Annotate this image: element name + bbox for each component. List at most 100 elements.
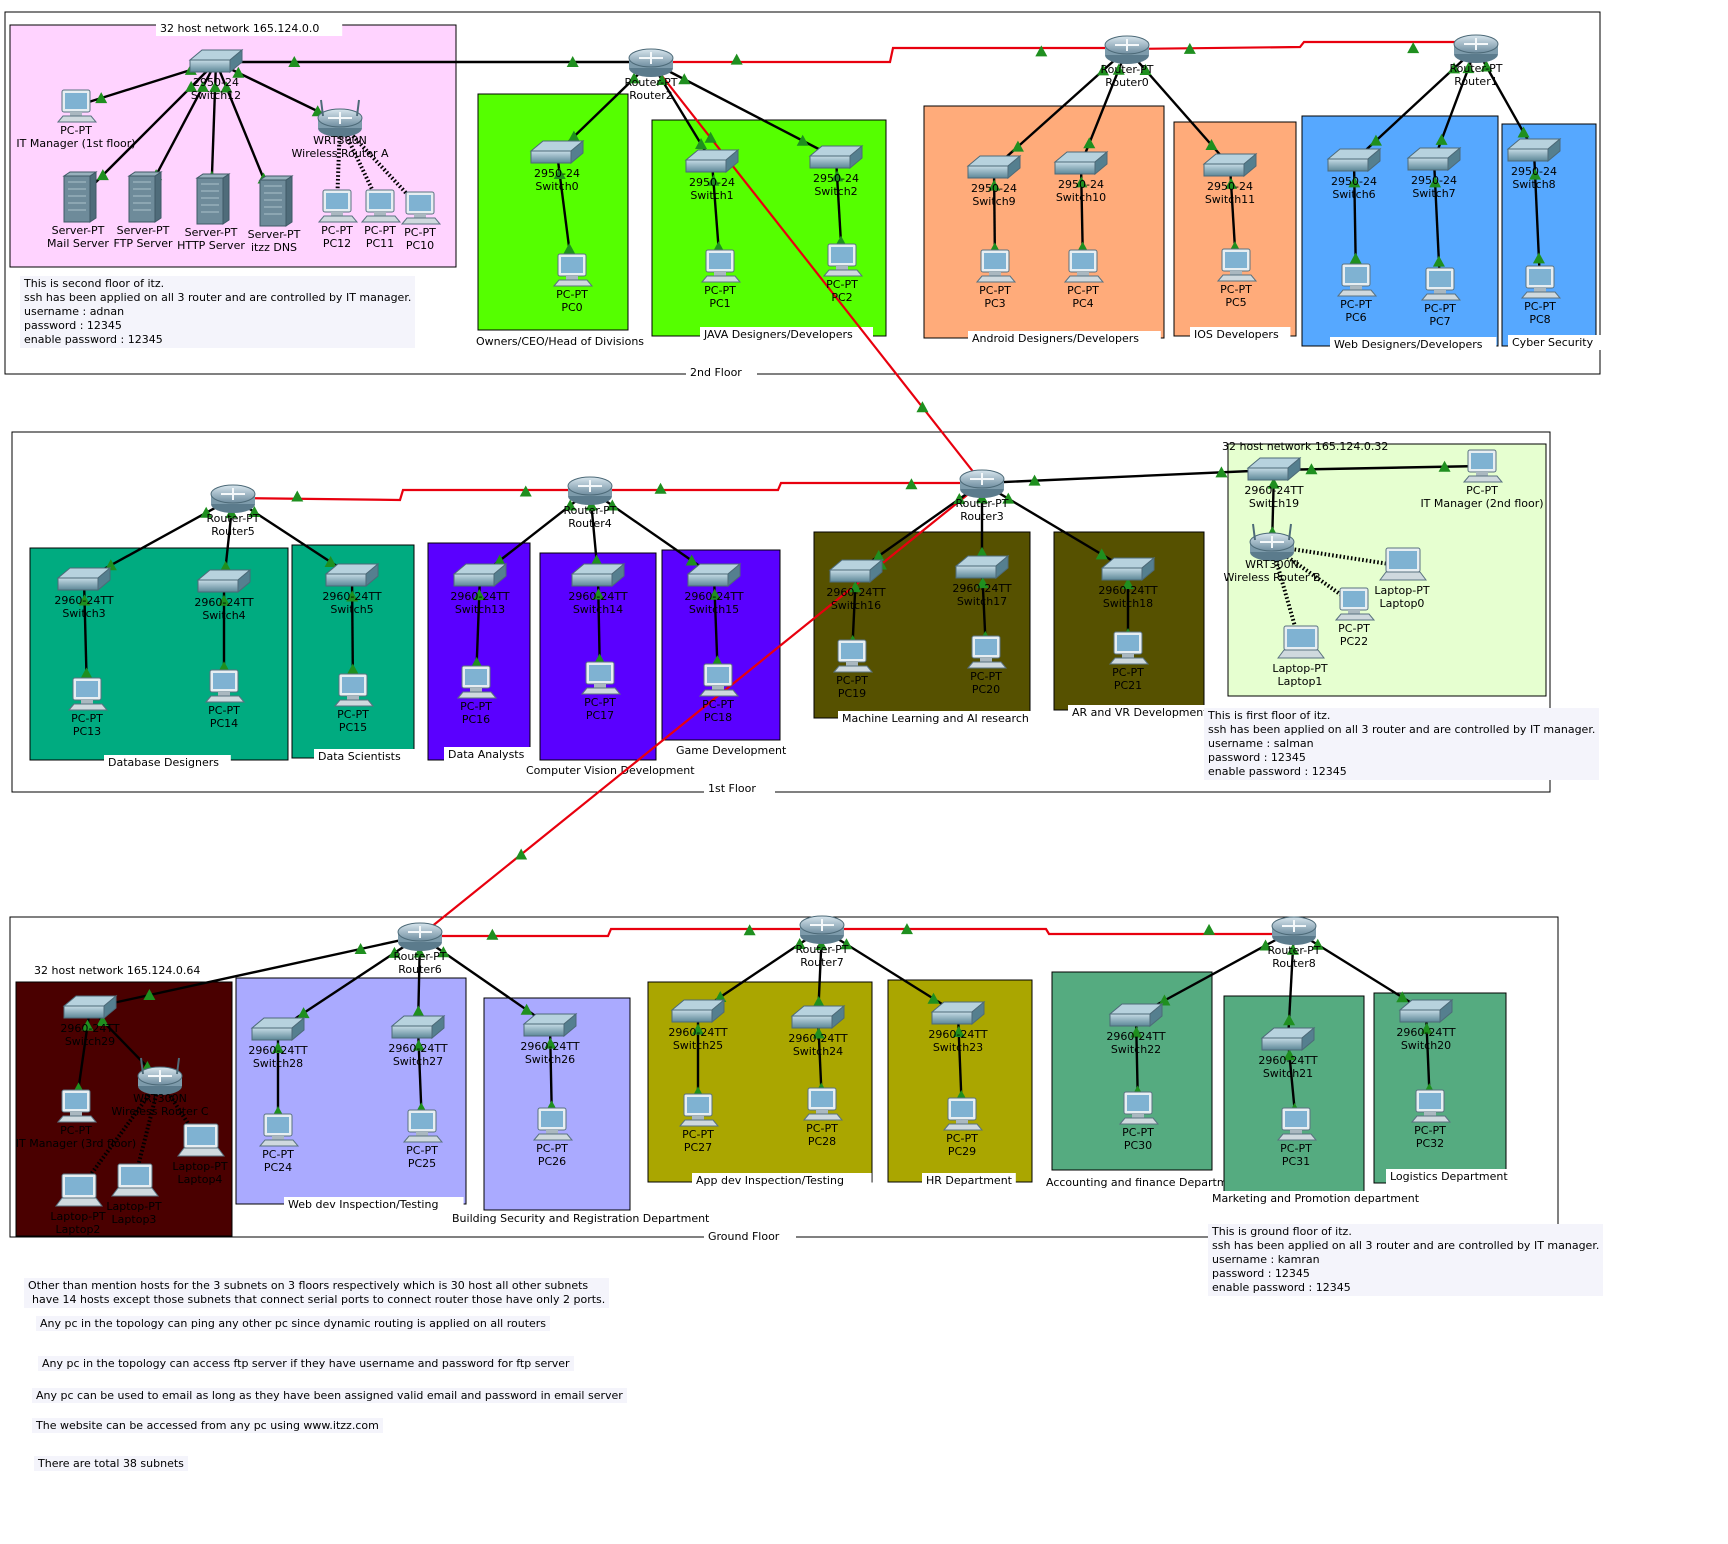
switch-icon[interactable] bbox=[790, 1004, 846, 1030]
pc-icon[interactable] bbox=[942, 1097, 984, 1131]
router-icon[interactable] bbox=[628, 48, 674, 77]
wrouter-icon[interactable] bbox=[1249, 523, 1295, 561]
link-status-indicator bbox=[976, 577, 989, 589]
pc-icon[interactable] bbox=[532, 1107, 574, 1141]
pc-icon[interactable] bbox=[1336, 263, 1378, 297]
router-icon[interactable] bbox=[210, 484, 256, 513]
switch-icon[interactable] bbox=[529, 139, 585, 165]
pc-icon[interactable] bbox=[360, 189, 402, 223]
server-icon[interactable] bbox=[258, 175, 294, 227]
pc-icon[interactable] bbox=[1276, 1107, 1318, 1141]
router-icon[interactable] bbox=[799, 915, 845, 944]
switch-icon[interactable] bbox=[1260, 1026, 1316, 1052]
pc-icon[interactable] bbox=[1462, 449, 1504, 483]
device-label-sw23: 2960-24TT bbox=[928, 1028, 987, 1041]
pc-icon[interactable] bbox=[456, 665, 498, 699]
pc-icon[interactable] bbox=[56, 89, 98, 123]
switch-icon[interactable] bbox=[324, 562, 380, 588]
switch-icon[interactable] bbox=[828, 558, 884, 584]
pc-icon[interactable] bbox=[1520, 265, 1562, 299]
switch-icon[interactable] bbox=[1100, 556, 1156, 582]
pc-icon[interactable] bbox=[966, 635, 1008, 669]
pc-icon[interactable] bbox=[1108, 631, 1150, 665]
laptop-icon[interactable] bbox=[55, 1173, 103, 1207]
laptop-icon[interactable] bbox=[177, 1123, 225, 1157]
pc-icon[interactable] bbox=[317, 189, 359, 223]
switch-icon[interactable] bbox=[1406, 146, 1462, 172]
device-label-sw24: 2960-24TT bbox=[788, 1032, 847, 1045]
device-label-pc14: PC-PT bbox=[208, 704, 240, 717]
switch-icon[interactable] bbox=[670, 998, 726, 1024]
switch-icon[interactable] bbox=[684, 148, 740, 174]
server-icon[interactable] bbox=[195, 173, 231, 225]
pc-icon[interactable] bbox=[580, 661, 622, 695]
pc-icon[interactable] bbox=[333, 673, 375, 707]
pc-icon[interactable] bbox=[204, 669, 246, 703]
pc-icon[interactable] bbox=[1216, 248, 1258, 282]
pc-icon[interactable] bbox=[975, 249, 1017, 283]
link-status-indicator bbox=[1122, 578, 1134, 590]
pc-icon[interactable] bbox=[700, 249, 742, 283]
switch-icon[interactable] bbox=[188, 48, 244, 74]
pc-icon[interactable] bbox=[258, 1113, 300, 1147]
switch-icon[interactable] bbox=[1398, 998, 1454, 1024]
router-icon[interactable] bbox=[1453, 34, 1499, 63]
switch-icon[interactable] bbox=[1202, 152, 1258, 178]
switch-icon[interactable] bbox=[452, 562, 508, 588]
pc-icon[interactable] bbox=[678, 1093, 720, 1127]
laptop-icon[interactable] bbox=[1277, 625, 1325, 659]
link-status-indicator bbox=[346, 663, 359, 675]
router-icon[interactable] bbox=[567, 476, 613, 505]
router-icon[interactable] bbox=[397, 922, 443, 951]
note-line: password : 12345 bbox=[24, 319, 122, 332]
switch-icon[interactable] bbox=[1053, 150, 1109, 176]
laptop-icon[interactable] bbox=[1379, 547, 1427, 581]
device-label-srvftp: FTP Server bbox=[113, 237, 173, 250]
router-icon[interactable] bbox=[1104, 35, 1150, 64]
wrouter-icon[interactable] bbox=[317, 99, 363, 137]
pc-icon[interactable] bbox=[67, 677, 109, 711]
server-icon[interactable] bbox=[127, 171, 163, 223]
switch-icon[interactable] bbox=[522, 1012, 578, 1038]
link-status-indicator bbox=[1448, 62, 1461, 74]
switch-icon[interactable] bbox=[966, 154, 1022, 180]
device-label-lap3: Laptop-PT bbox=[106, 1200, 161, 1213]
device-label-pc4: PC4 bbox=[1072, 297, 1093, 310]
switch-icon[interactable] bbox=[954, 554, 1010, 580]
pc-icon[interactable] bbox=[552, 253, 594, 287]
pc-icon[interactable] bbox=[1334, 587, 1376, 621]
router-icon[interactable] bbox=[959, 469, 1005, 498]
area-label-java: JAVA Designers/Developers bbox=[703, 328, 853, 341]
switch-icon[interactable] bbox=[1326, 147, 1382, 173]
pc-icon[interactable] bbox=[402, 1109, 444, 1143]
switch-icon[interactable] bbox=[930, 1000, 986, 1026]
switch-icon[interactable] bbox=[196, 568, 252, 594]
switch-icon[interactable] bbox=[390, 1014, 446, 1040]
area-label-mkt: Marketing and Promotion department bbox=[1212, 1192, 1420, 1205]
switch-icon[interactable] bbox=[808, 144, 864, 170]
switch-icon[interactable] bbox=[1246, 456, 1302, 482]
pc-icon[interactable] bbox=[832, 639, 874, 673]
pc-icon[interactable] bbox=[400, 191, 442, 225]
switch-icon[interactable] bbox=[56, 566, 112, 592]
wrouter-icon[interactable] bbox=[137, 1057, 183, 1095]
switch-icon[interactable] bbox=[250, 1016, 306, 1042]
serial-link-r7-r8 bbox=[822, 927, 1295, 936]
pc-icon[interactable] bbox=[822, 243, 864, 277]
pc-icon[interactable] bbox=[56, 1089, 98, 1123]
pc-icon[interactable] bbox=[1118, 1091, 1160, 1125]
pc-icon[interactable] bbox=[1410, 1089, 1452, 1123]
switch-icon[interactable] bbox=[1506, 137, 1562, 163]
link-status-indicator bbox=[81, 1019, 94, 1031]
switch-icon[interactable] bbox=[570, 562, 626, 588]
pc-icon[interactable] bbox=[698, 663, 740, 697]
router-icon[interactable] bbox=[1271, 916, 1317, 945]
server-icon[interactable] bbox=[62, 171, 98, 223]
switch-icon[interactable] bbox=[686, 562, 742, 588]
switch-icon[interactable] bbox=[62, 994, 118, 1020]
pc-icon[interactable] bbox=[1063, 249, 1105, 283]
pc-icon[interactable] bbox=[1420, 267, 1462, 301]
laptop-icon[interactable] bbox=[111, 1163, 159, 1197]
switch-icon[interactable] bbox=[1108, 1002, 1164, 1028]
pc-icon[interactable] bbox=[802, 1087, 844, 1121]
